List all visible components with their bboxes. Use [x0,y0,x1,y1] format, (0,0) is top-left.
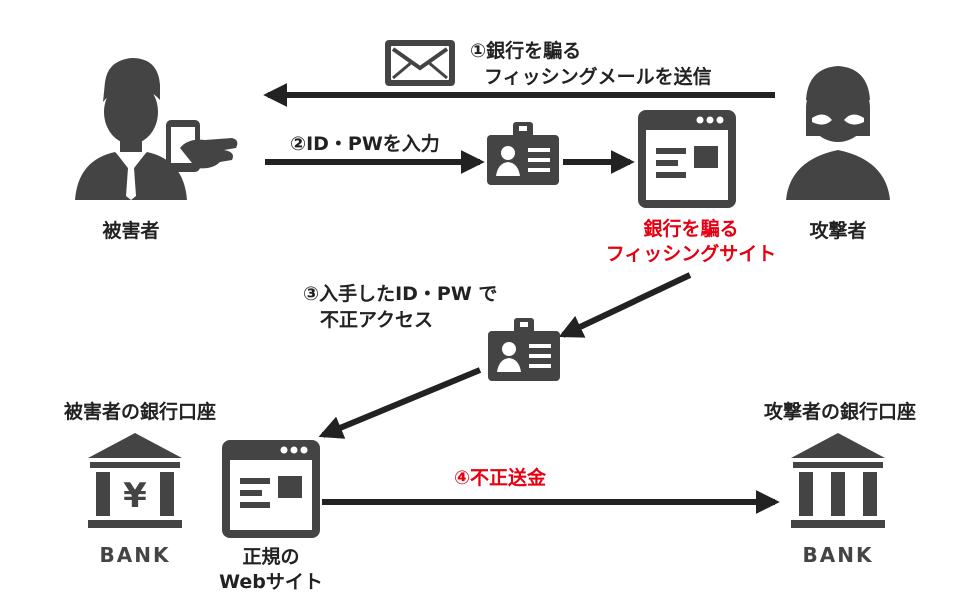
id-card-icon-middle [488,318,560,381]
legit-site-label-line1: 正規の [242,546,299,568]
mail-icon [385,40,455,86]
arrow-step3-b [318,367,482,439]
legit-site-label-line2: Webサイト [219,571,323,593]
phishing-site-window-icon [638,110,736,208]
arrow-step3-a [558,272,692,338]
phishing-site-label-line1: 銀行を騙る [643,217,738,240]
yen-symbol: ¥ [123,476,147,516]
attacker-label: 攻撃者 [809,219,866,242]
smartphone-icon [166,120,238,172]
step3-label-line1: ③入手したID・PW で [303,282,497,305]
attacker-icon [786,66,890,200]
attacker-account-label: 攻撃者の銀行口座 [764,400,916,423]
phishing-site-label-line2: フィッシングサイト [606,242,777,265]
step4-label: ④不正送金 [454,466,547,489]
victim-person-icon [75,58,187,200]
step1-label-line1: ①銀行を騙る [470,39,581,62]
bank-label-right: BANK [803,543,874,567]
attacker-bank-icon [791,433,885,528]
victim-account-label: 被害者の銀行口座 [64,400,216,423]
victim-bank-icon [88,433,182,528]
step1-label-line2: フィッシングメールを送信 [484,65,712,88]
legit-site-window-icon [222,440,320,538]
victim-label: 被害者 [102,219,159,242]
id-card-icon-top [487,122,559,185]
bank-label-left: BANK [100,543,171,567]
step2-label: ②ID・PWを入力 [290,132,440,155]
step3-label-line2: 不正アクセス [320,309,433,331]
